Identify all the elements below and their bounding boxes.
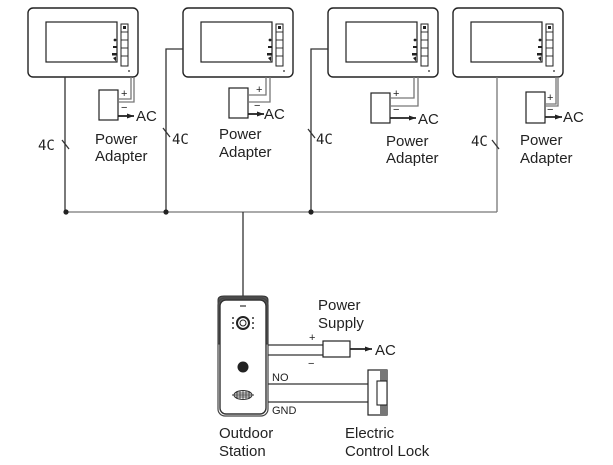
adapter-label-3-line2: Adapter [386,150,439,167]
svg-text:+: + [309,332,315,344]
cable-monitor-4 [491,77,500,212]
adapter-label-4-line2: Adapter [520,150,573,167]
svg-text:+: + [121,88,127,100]
adapter-label-2-line1: Power [219,126,262,143]
indoor-monitor-4 [452,7,564,78]
call-button-icon [237,361,249,373]
outdoor-station-label-line1: Outdoor [219,425,273,442]
svg-text:−: − [121,102,127,114]
svg-text:AC: AC [563,109,584,126]
power-adapter-1: + − AC [98,77,157,125]
svg-text:GND: GND [272,405,297,417]
svg-text:AC: AC [375,342,396,359]
cable-label-1: 4C [38,138,55,154]
adapter-label-1-line1: Power [95,131,138,148]
power-adapter-3: + − AC [370,77,439,128]
svg-text:+: + [393,88,399,100]
svg-text:AC: AC [264,106,285,123]
electric-control-lock: NO GND [268,369,388,417]
svg-text:AC: AC [418,111,439,128]
junction-dot-1 [63,209,69,215]
cable-monitor-2 [162,48,183,212]
indoor-monitor-2 [182,7,294,78]
svg-text:+: + [256,84,262,96]
power-supply-label-line2: Supply [318,315,364,332]
svg-text:−: − [254,100,260,112]
cable-label-3: 4C [316,132,333,148]
junction-dot-3 [308,209,314,215]
svg-text:−: − [308,358,314,370]
cable-label-2: 4C [172,132,189,148]
cable-label-4: 4C [471,134,488,150]
power-supply-label-line1: Power [318,297,361,314]
power-adapter-2: + − AC [228,77,285,123]
svg-text:+: + [547,92,553,104]
cable-monitor-3 [307,48,328,212]
outdoor-station-label-line2: Station [219,443,266,460]
adapter-label-4-line1: Power [520,132,563,149]
power-supply: + − AC [268,332,396,370]
indoor-monitor-3 [327,7,439,78]
adapter-label-1-line2: Adapter [95,148,148,165]
adapter-label-2-line2: Adapter [219,144,272,161]
lock-label-line2: Control Lock [345,443,430,460]
svg-text:−: − [547,104,553,116]
indoor-monitor-1 [27,7,139,78]
outdoor-station [217,295,269,417]
svg-text:AC: AC [136,108,157,125]
svg-text:NO: NO [272,372,289,384]
lock-label-line1: Electric [345,425,395,442]
junction-dot-2 [163,209,169,215]
svg-text:−: − [393,104,399,116]
adapter-label-3-line1: Power [386,133,429,150]
power-adapter-4: + − AC [525,77,584,126]
cable-monitor-1 [61,77,70,212]
speaker-grille-icon [232,390,254,400]
